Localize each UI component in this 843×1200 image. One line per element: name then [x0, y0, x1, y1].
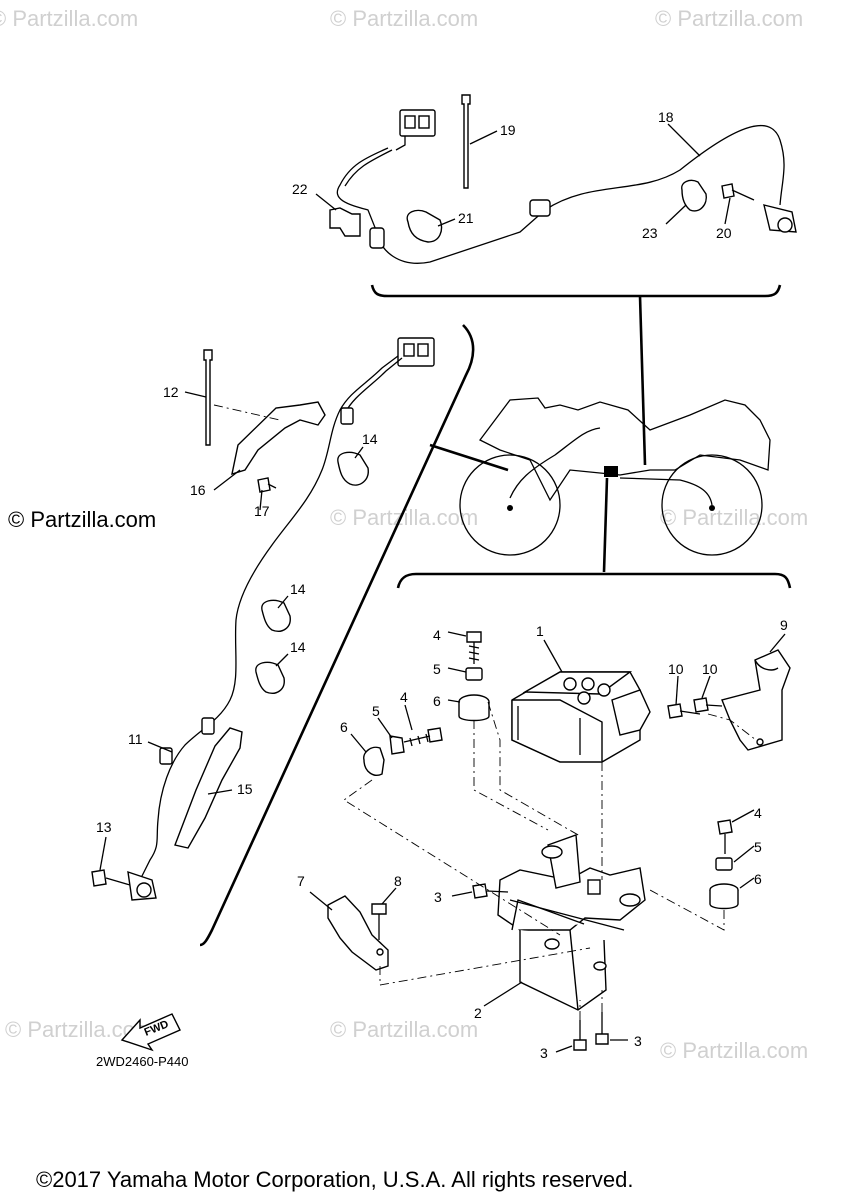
watermark: © Partzilla.com [655, 6, 803, 31]
callout-5: 5 [754, 839, 762, 855]
callout-10: 10 [668, 661, 684, 677]
watermark: © Partzilla.com [0, 6, 138, 31]
callout-23: 23 [642, 225, 658, 241]
watermark: © Partzilla.com [330, 1017, 478, 1042]
fwd-arrow-icon: FWD [120, 1013, 181, 1052]
watermark: © Partzilla.com [660, 505, 808, 530]
callout-8: 8 [394, 873, 402, 889]
callout-22: 22 [292, 181, 308, 197]
callout-4: 4 [433, 627, 441, 643]
callout-3: 3 [540, 1045, 548, 1061]
callout-14: 14 [290, 581, 306, 597]
callout-11: 11 [128, 731, 143, 747]
callout-17: 17 [254, 503, 270, 519]
callout-2: 2 [474, 1005, 482, 1021]
callout-5: 5 [372, 703, 380, 719]
callout-12: 12 [163, 384, 179, 400]
callout-6: 6 [340, 719, 348, 735]
callout-5: 5 [433, 661, 441, 677]
callout-16: 16 [190, 482, 206, 498]
callout-6: 6 [754, 871, 762, 887]
callout-18: 18 [658, 109, 674, 125]
callout-21: 21 [458, 210, 474, 226]
callout-15: 15 [237, 781, 253, 797]
callout-4: 4 [754, 805, 762, 821]
callout-6: 6 [433, 693, 441, 709]
callout-3: 3 [634, 1033, 642, 1049]
callouts: 1 2 3 3 3 3 4 4 4 5 5 5 6 6 6 7 8 9 10 1… [96, 109, 788, 1061]
callout-10: 10 [702, 661, 718, 677]
callout-3: 3 [434, 889, 442, 905]
rear-sensor-group [315, 94, 797, 466]
callout-7: 7 [297, 873, 305, 889]
motorcycle-outline [396, 397, 792, 589]
callout-20: 20 [716, 225, 732, 241]
watermark: © Partzilla.com [330, 6, 478, 31]
diagram-code: 2WD2460-P440 [96, 1054, 189, 1069]
callout-13: 13 [96, 819, 112, 835]
abs-unit-group [309, 631, 791, 1053]
callout-1: 1 [536, 623, 544, 639]
section-divider [199, 324, 475, 947]
callout-19: 19 [500, 122, 516, 138]
footer-copyright: ©2017 Yamaha Motor Corporation, U.S.A. A… [36, 1167, 633, 1192]
callout-9: 9 [780, 617, 788, 633]
side-copyright: © Partzilla.com [8, 507, 156, 532]
front-sensor-group [91, 337, 435, 901]
watermark: © Partzilla.com [660, 1038, 808, 1063]
callout-14: 14 [362, 431, 378, 447]
callout-4: 4 [400, 689, 408, 705]
callout-14: 14 [290, 639, 306, 655]
